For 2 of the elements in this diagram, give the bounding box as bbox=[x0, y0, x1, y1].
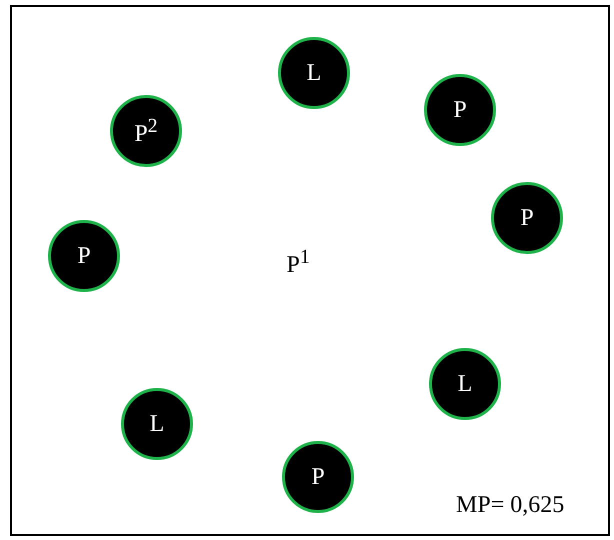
score-label: MP= 0,625 bbox=[456, 492, 564, 518]
center-label: P$^{1}$ bbox=[286, 246, 310, 278]
